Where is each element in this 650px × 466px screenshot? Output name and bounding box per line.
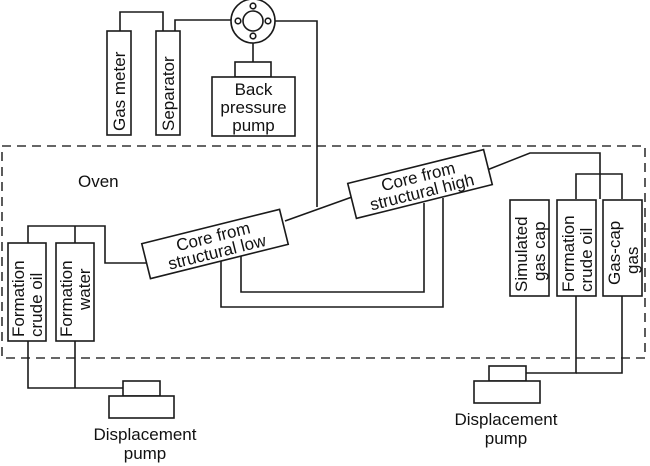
back-pressure-pump-label-3: pump	[232, 116, 275, 135]
back-pressure-pump: Back pressure pump	[211, 76, 296, 137]
loop-inner	[240, 203, 425, 293]
oven-label: Oven	[78, 172, 119, 191]
core-structural-high: Core from structural high	[346, 148, 494, 220]
left-crude-oil-label-1: Formation	[9, 260, 28, 337]
gas-cap-label-1: Simulated	[512, 216, 531, 292]
right-displacement-pump: Displacement pump	[455, 365, 558, 448]
gas-cap-gas-label-2: gas	[623, 247, 642, 274]
line-right-gascap-pump	[576, 296, 623, 374]
back-pressure-pump-label-1: Back	[235, 80, 273, 99]
gas-cap-gas: Gas-cap gas	[602, 199, 643, 297]
line-left-vessels-core-low	[27, 225, 150, 264]
right-crude-oil-label-1: Formation	[559, 215, 578, 292]
line-core-high-right	[486, 152, 601, 199]
separator: Separator	[155, 30, 181, 136]
left-crude-oil-label-2: crude oil	[27, 273, 46, 337]
line-core-low-core-high	[284, 196, 353, 222]
line-separator-valve	[174, 19, 232, 31]
simulated-gas-cap: Simulated gas cap	[509, 199, 550, 297]
line-gasmeter-separator	[119, 11, 164, 31]
loop-outer	[220, 198, 444, 308]
back-pressure-valve-icon	[230, 0, 276, 44]
left-water-label-2: water	[75, 268, 94, 311]
left-formation-crude-oil: Formation crude oil	[7, 242, 47, 342]
line-right-header	[575, 173, 623, 199]
gas-meter: Gas meter	[106, 30, 132, 136]
right-pump-label-1: Displacement	[455, 410, 558, 429]
left-displacement-pump: Displacement pump	[94, 380, 197, 463]
back-pressure-pump-label-2: pressure	[220, 98, 286, 117]
line-right-pump	[526, 296, 577, 374]
left-pump-label-1: Displacement	[94, 425, 197, 444]
back-pressure-pump-head	[234, 61, 272, 78]
right-formation-crude-oil: Formation crude oil	[556, 199, 597, 297]
gas-meter-label: Gas meter	[110, 51, 129, 131]
left-pump-label-2: pump	[124, 444, 167, 463]
gas-cap-gas-label-1: Gas-cap	[605, 221, 624, 285]
gas-cap-label-2: gas cap	[530, 221, 549, 281]
left-formation-water: Formation water	[55, 242, 95, 342]
line-valve-core	[275, 20, 318, 207]
right-pump-label-2: pump	[485, 429, 528, 448]
core-structural-low: Core from structural low	[140, 208, 290, 280]
line-left-pump	[27, 341, 123, 389]
oven-boundary	[1, 145, 646, 359]
left-water-label-1: Formation	[57, 260, 76, 337]
right-crude-oil-label-2: crude oil	[577, 228, 596, 292]
separator-label: Separator	[159, 56, 178, 131]
